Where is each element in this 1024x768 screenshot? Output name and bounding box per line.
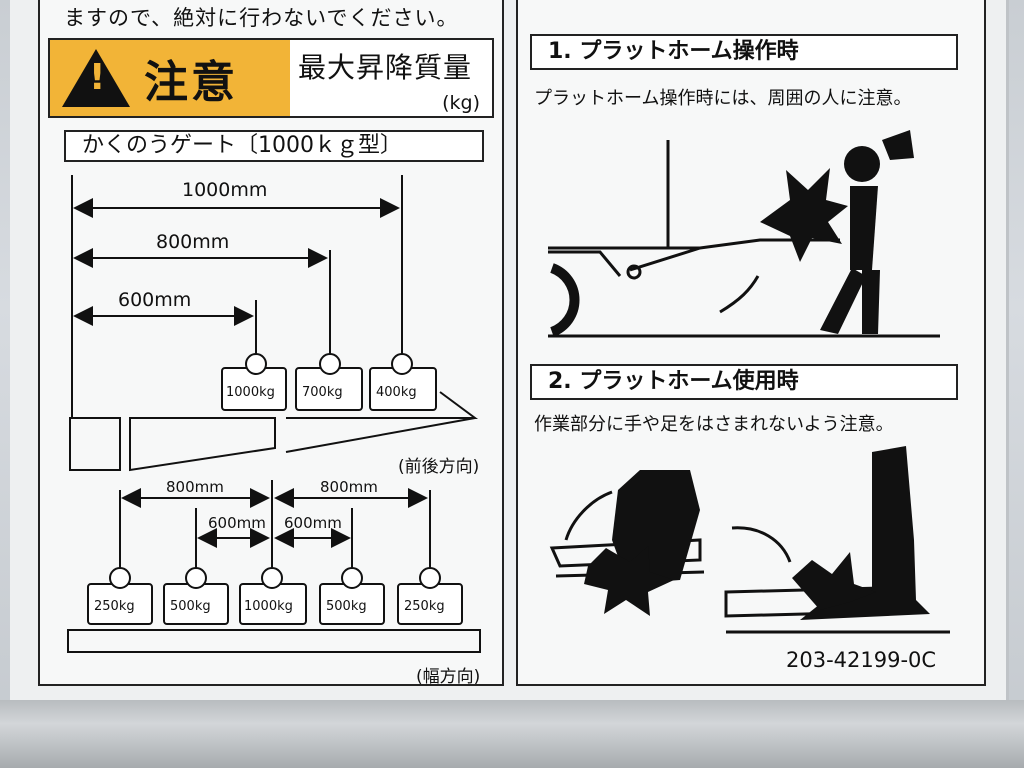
person-leg bbox=[862, 270, 880, 334]
part-code: 203-42199-0C bbox=[786, 648, 937, 672]
weight-label: 700kg bbox=[302, 385, 343, 400]
hand-icon bbox=[612, 470, 700, 584]
truck-bed bbox=[69, 417, 121, 471]
platform-right bbox=[285, 391, 479, 453]
caution-header: 注意 最大昇降質量 (kg) bbox=[48, 38, 494, 118]
dim-label: 800mm bbox=[166, 478, 224, 496]
dim-label: 600mm bbox=[284, 514, 342, 532]
platform-left bbox=[129, 417, 276, 472]
top-note: ますので、絶対に行わないでください。 bbox=[64, 6, 459, 30]
truck-wheel bbox=[550, 263, 580, 337]
rotation-arrow bbox=[564, 490, 613, 541]
weight-knob bbox=[185, 567, 207, 589]
width-direction: (幅方向) bbox=[416, 667, 481, 687]
dim-label: 800mm bbox=[156, 231, 229, 253]
truck-frame bbox=[548, 250, 622, 277]
leg-icon bbox=[800, 446, 930, 620]
caution-badge: 注意 bbox=[50, 40, 290, 116]
hat-icon bbox=[882, 130, 914, 160]
weight-label: 250kg bbox=[404, 599, 445, 614]
person-body bbox=[850, 186, 878, 270]
max-mass-label: 最大昇降質量 bbox=[298, 51, 473, 84]
weight-knob bbox=[109, 567, 131, 589]
impact-burst-icon bbox=[792, 552, 876, 610]
warning-triangle-icon bbox=[62, 49, 130, 107]
weight-label: 400kg bbox=[376, 385, 417, 400]
dim-label: 1000mm bbox=[182, 179, 267, 201]
platform-width bbox=[67, 629, 481, 653]
section2-title: 2. プラットホーム使用時 bbox=[530, 364, 958, 400]
weight-label: 1000kg bbox=[244, 599, 293, 614]
section1-desc: プラットホーム操作時には、周囲の人に注意。 bbox=[534, 88, 912, 109]
lift-arm bbox=[629, 246, 701, 272]
person-head bbox=[844, 146, 880, 182]
dim-label: 600mm bbox=[208, 514, 266, 532]
section1-title: 1. プラットホーム操作時 bbox=[530, 34, 958, 70]
impact-burst-icon bbox=[760, 168, 848, 262]
weight-knob bbox=[245, 353, 267, 375]
front-rear-direction: (前後方向) bbox=[398, 457, 480, 477]
metal-frame bbox=[0, 700, 1024, 768]
rotation-arrow bbox=[731, 526, 792, 563]
weight-label: 500kg bbox=[170, 599, 211, 614]
gate-title: かくのうゲート〔1000ｋｇ型〕 bbox=[64, 130, 484, 162]
weight-knob bbox=[319, 353, 341, 375]
weight-label: 1000kg bbox=[226, 385, 275, 400]
section2-desc: 作業部分に手や足をはさまれないよう注意。 bbox=[534, 414, 894, 435]
dim-label: 600mm bbox=[118, 289, 191, 311]
rotation-arrow bbox=[719, 275, 760, 314]
lift-pivot bbox=[626, 264, 642, 280]
weight-knob bbox=[341, 567, 363, 589]
impact-burst-icon bbox=[584, 546, 674, 616]
unit-label: (kg) bbox=[442, 92, 480, 114]
dim-label: 800mm bbox=[320, 478, 378, 496]
person-leg bbox=[820, 268, 866, 334]
weight-knob bbox=[391, 353, 413, 375]
weight-knob bbox=[261, 567, 283, 589]
weight-label: 250kg bbox=[94, 599, 135, 614]
caution-label: 注意 bbox=[144, 57, 238, 108]
weight-knob bbox=[419, 567, 441, 589]
weight-label: 500kg bbox=[326, 599, 367, 614]
